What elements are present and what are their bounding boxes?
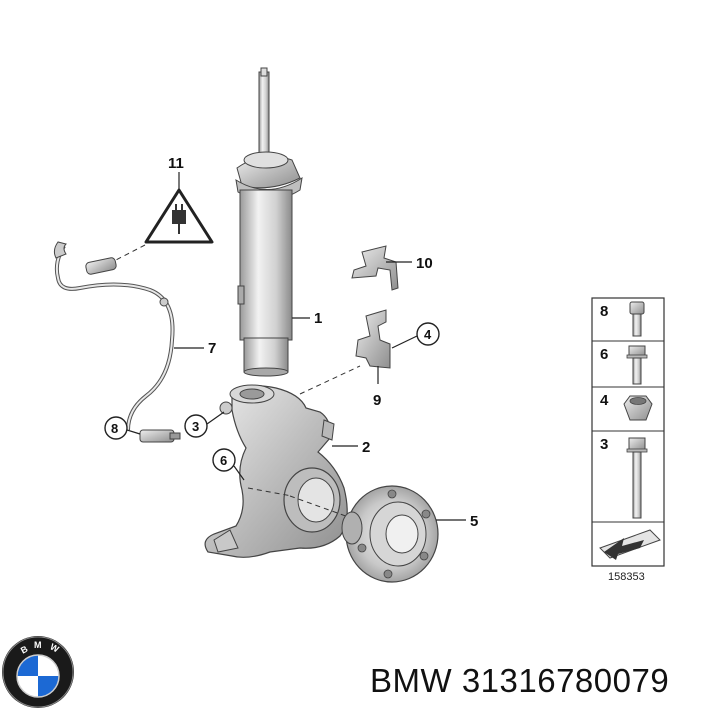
callout-4-circle xyxy=(416,322,440,346)
dashed-guide-hub xyxy=(289,495,369,525)
hex-bolt-short-icon xyxy=(626,345,648,385)
warning-triangle-icon xyxy=(144,172,214,244)
legend-number-6: 6 xyxy=(600,346,608,363)
steering-knuckle xyxy=(204,384,348,558)
legend-number-3: 3 xyxy=(600,436,608,453)
callout-8-circle xyxy=(104,416,128,440)
callout-3-circle xyxy=(184,414,208,438)
callout-11: 11 xyxy=(168,155,184,172)
part-caption: BMW 31316780079 xyxy=(370,662,670,699)
svg-text:M: M xyxy=(34,640,42,650)
svg-text:B: B xyxy=(19,643,30,655)
callout-9: 9 xyxy=(373,392,381,409)
legend-number-4: 4 xyxy=(600,392,609,409)
callout-1: 1 xyxy=(314,310,322,327)
strut-shock-absorber xyxy=(235,67,303,377)
callout-6-circle xyxy=(212,448,236,472)
hex-nut-icon xyxy=(623,395,653,421)
callout-3: 3 xyxy=(192,419,199,434)
callout-6: 6 xyxy=(220,453,227,468)
bmw-logo: B M W xyxy=(2,636,74,708)
fastener-legend: 8 6 4 3 xyxy=(591,297,665,567)
callout-10: 10 xyxy=(416,255,433,272)
callout-5: 5 xyxy=(470,513,478,530)
socket-bolt-icon xyxy=(629,301,645,337)
dashed-guide-bracket xyxy=(299,365,361,395)
bracket-9 xyxy=(355,309,391,369)
callout-7: 7 xyxy=(208,340,216,357)
wheel-hub-bearing xyxy=(341,485,439,583)
callout-8: 8 xyxy=(111,421,118,436)
leader-11 xyxy=(111,244,146,263)
wheel-speed-sensor-cable xyxy=(53,241,181,443)
hex-bolt-long-icon xyxy=(626,437,648,519)
callout-2: 2 xyxy=(362,439,370,456)
direction-arrow-icon xyxy=(599,529,661,560)
bracket-10 xyxy=(351,245,399,291)
legend-number-8: 8 xyxy=(600,303,608,320)
dashed-guide-6 xyxy=(247,487,293,497)
callout-4: 4 xyxy=(424,327,432,342)
diagram-reference-number: 158353 xyxy=(608,571,645,583)
